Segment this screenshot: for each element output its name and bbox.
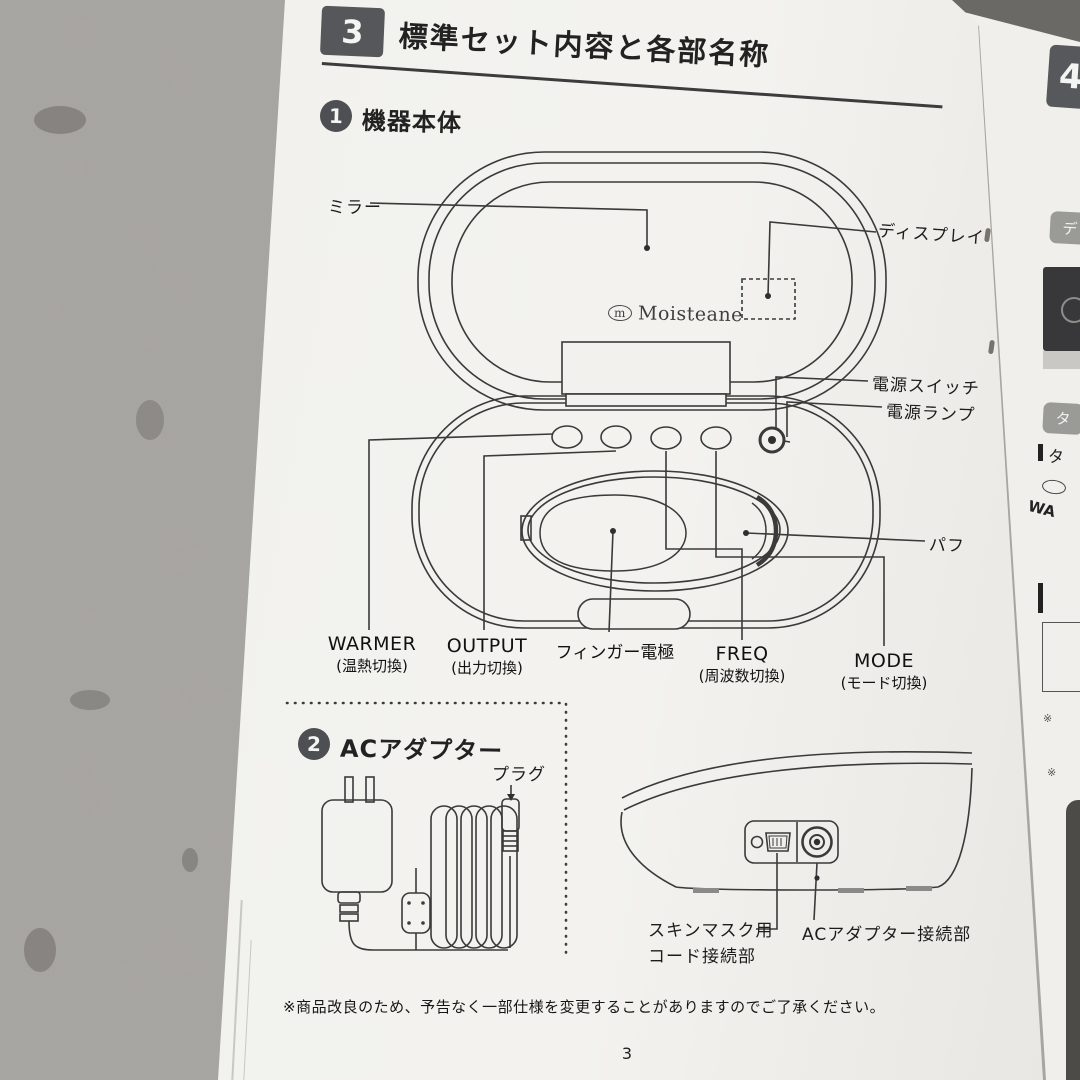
ac-prong-right — [365, 776, 375, 803]
logo-mark-icon: m — [607, 304, 633, 322]
next-page-tag-1: デ — [1049, 210, 1080, 246]
ac-strain-bar-1 — [339, 904, 359, 913]
puff-edge-inner — [751, 502, 767, 560]
label-mode: MODE (モード切換) — [840, 650, 928, 692]
foot-1 — [693, 888, 719, 893]
next-page-ref-2: ※ — [1047, 766, 1057, 779]
staple-mark-1 — [984, 228, 991, 243]
ac-port-leader — [813, 862, 818, 921]
logo-text: Moisteane — [637, 302, 744, 327]
warmer-button — [551, 425, 583, 449]
label-skin-mask-port: スキンマスク用 コード接続部 — [648, 921, 774, 967]
dc-jack-outer — [801, 826, 833, 858]
output-leader — [483, 450, 617, 630]
page-gap-shadow — [948, 0, 1080, 44]
power-lamp-dot — [768, 436, 776, 444]
warmer-leader — [368, 433, 554, 630]
ferrite-core — [401, 892, 431, 934]
hinge — [561, 341, 731, 395]
reset-hole — [750, 835, 764, 849]
next-page-heading-text: タ — [1048, 447, 1065, 466]
staple-mark-2 — [988, 340, 995, 355]
backview-lid-bottom — [623, 762, 973, 811]
next-page-photo-caption-strip — [1043, 351, 1080, 369]
display-leader — [767, 221, 877, 297]
finger-electrode-leader — [608, 530, 614, 633]
recess-inner — [527, 476, 781, 584]
page-number: 3 — [621, 1044, 633, 1063]
base-outer — [411, 395, 881, 629]
next-section-number-box: 4 — [1045, 44, 1080, 110]
next-page-heading-bar-1 — [1038, 444, 1043, 461]
power-button-icon — [758, 426, 786, 454]
next-page-dark-image — [1066, 800, 1080, 1080]
next-page-oval-icon — [1041, 478, 1067, 496]
power-switch-leader — [775, 376, 869, 428]
next-page-ref-1: ※ — [1043, 712, 1053, 725]
dc-jack-pin — [813, 838, 821, 846]
mini-usb-inner — [768, 835, 788, 849]
dc-jack-mid — [809, 834, 825, 850]
next-page-tag-2: タ — [1042, 401, 1080, 436]
display-zone — [741, 278, 796, 320]
backview-body — [620, 767, 973, 891]
next-page-heading-bar-2 — [1038, 583, 1043, 613]
base-front-notch — [577, 598, 691, 630]
backview-lid-top — [621, 751, 973, 799]
ac-adapter-body — [321, 799, 393, 893]
ac-prong-left — [344, 776, 354, 803]
ac-cord — [348, 920, 508, 951]
foot-3 — [906, 886, 932, 891]
label-plug: プラグ — [492, 765, 546, 785]
connector-panel — [744, 820, 839, 864]
label-puff: パフ — [928, 535, 966, 557]
mirror-leader — [369, 202, 648, 248]
recess-tab — [520, 515, 532, 541]
lid-outer — [417, 151, 887, 411]
freq-button — [650, 426, 682, 450]
output-button — [600, 425, 632, 449]
next-page-photo — [1043, 267, 1080, 351]
finger-electrode-pad — [539, 494, 687, 572]
label-mirror: ミラー — [328, 198, 382, 218]
skin-mask-port-leader — [756, 853, 778, 930]
mode-leader — [715, 451, 885, 646]
ac-strain-relief — [337, 891, 361, 904]
power-lamp-tick — [783, 440, 791, 443]
recess-outer — [521, 470, 789, 592]
next-page-wa-text: WA — [1026, 496, 1058, 522]
label-warmer: WARMER (温熱切換) — [327, 633, 417, 675]
mode-button — [700, 426, 732, 450]
mini-usb-pins — [772, 838, 782, 846]
hinge-lip — [565, 393, 727, 407]
next-page-frame — [1042, 622, 1080, 692]
cord-coils — [430, 805, 518, 949]
mini-usb-port — [765, 832, 791, 852]
label-output: OUTPUT (出力切換) — [446, 635, 528, 677]
label-freq: FREQ (周波数切換) — [698, 643, 786, 685]
label-finger-electrode: フィンガー電極 — [555, 643, 675, 663]
puff-leader — [745, 532, 926, 542]
footnote: ※商品改良のため、予告なく一部仕様を変更することがありますのでご了承ください。 — [283, 998, 886, 1016]
plug-hatch — [502, 830, 519, 852]
ac-section-dotted-border — [285, 701, 568, 960]
foot-2 — [838, 888, 864, 893]
next-section-number: 4 — [1057, 56, 1080, 98]
label-power-lamp: 電源ランプ — [885, 402, 976, 426]
label-power-switch: 電源スイッチ — [871, 374, 981, 400]
power-lamp-leader — [786, 401, 883, 437]
subsection2-title: ACアダプター — [339, 734, 504, 766]
ac-strain-bar-2 — [339, 913, 359, 922]
label-ac-adapter-port: ACアダプター接続部 — [802, 925, 972, 945]
next-page-photo-detail — [1061, 297, 1080, 323]
plug-arrow-head — [507, 794, 515, 801]
freq-leader — [665, 451, 743, 640]
brand-logo: m Moisteane — [607, 302, 744, 327]
